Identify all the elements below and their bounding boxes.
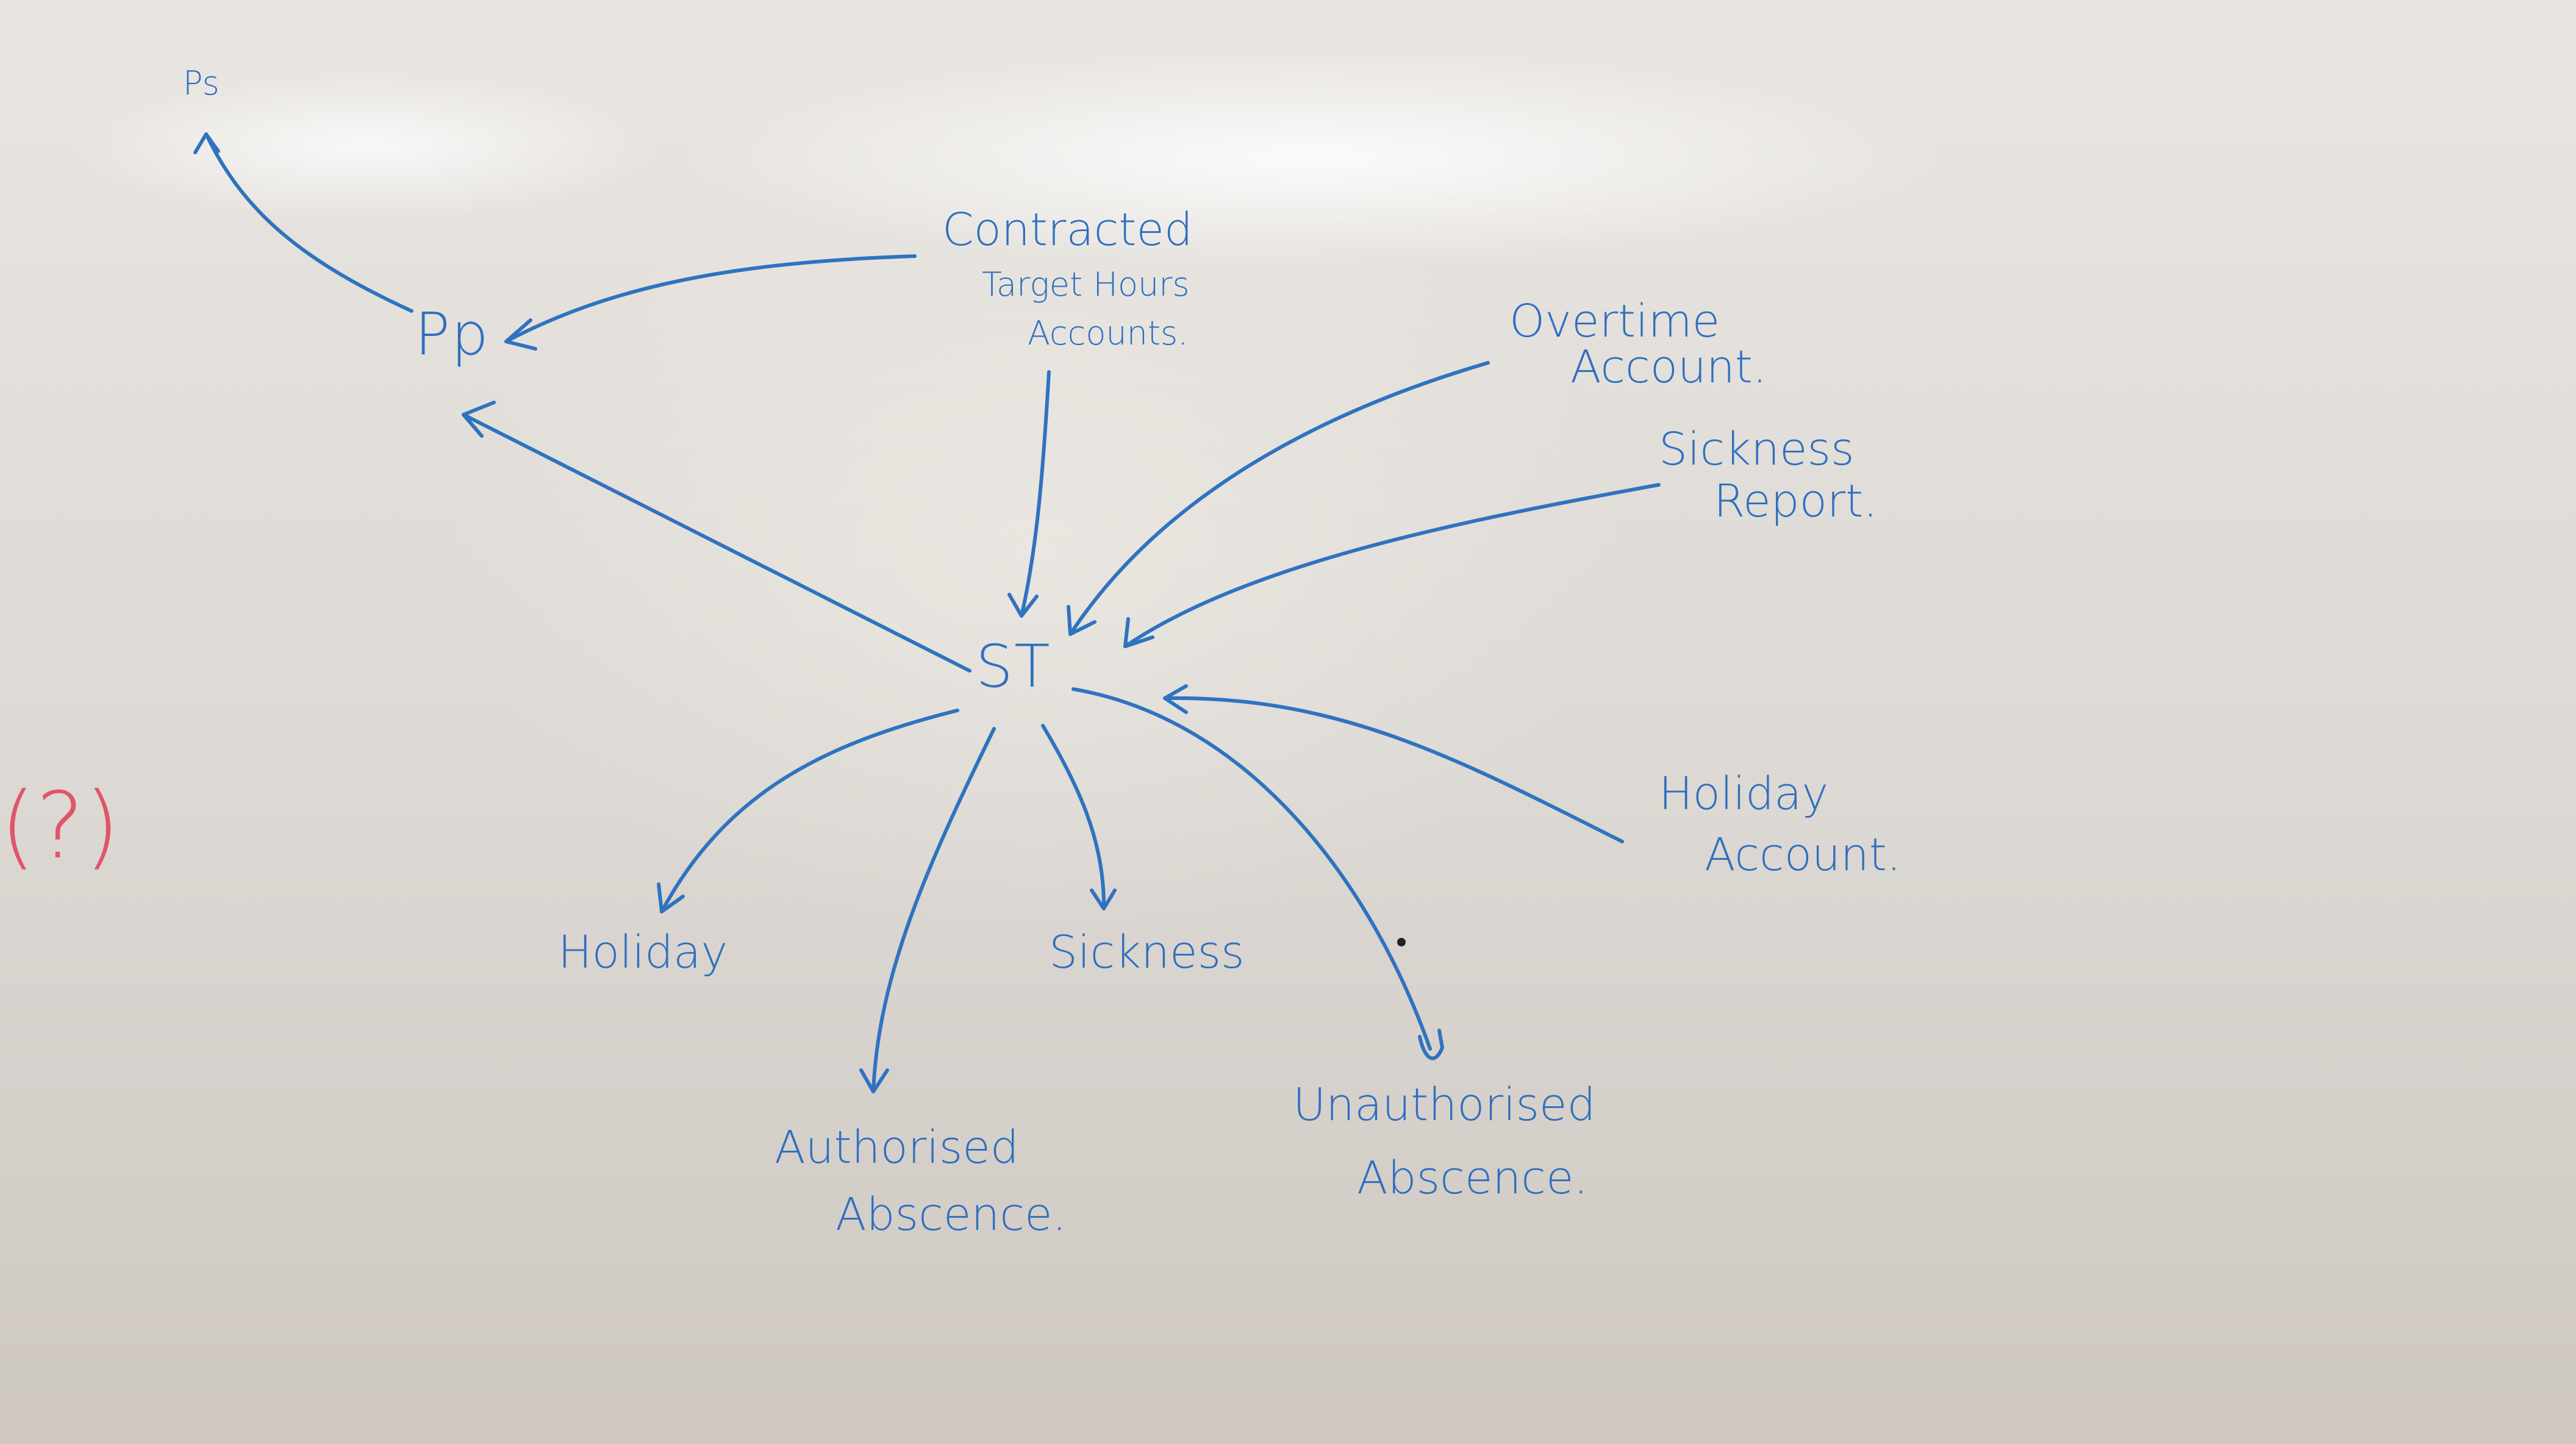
node-sickness: Sickness <box>1049 926 1245 979</box>
arrow-holidayacct-to-st <box>1163 696 1624 843</box>
node-holiday: Holiday <box>558 926 728 979</box>
arrowhead-holiday <box>657 882 685 913</box>
arrowhead-unauthorised <box>1418 1029 1444 1060</box>
node-unauthorised-line1: Unauthorised <box>1293 1079 1596 1131</box>
node-overtime-line2: Account. <box>1570 341 1767 393</box>
ink-dot <box>1397 938 1406 946</box>
node-sickness-report-line2: Report. <box>1714 475 1878 527</box>
node-pp: Pp <box>415 300 490 368</box>
arrowhead-pp-top <box>504 318 537 351</box>
node-ps: Ps <box>183 64 220 102</box>
arrow-contracted-to-pp <box>504 254 917 343</box>
arrow-overtime-to-st <box>1068 361 1490 636</box>
arrow-st-to-holiday <box>660 709 959 913</box>
arrow-sickreport-to-st <box>1123 483 1661 648</box>
node-overtime-line1: Overtime <box>1509 295 1720 348</box>
arrowhead-st-sickreport <box>1123 617 1154 648</box>
node-contracted-line1: Contracted <box>942 204 1193 256</box>
arrowhead-st-overtime <box>1067 605 1097 636</box>
arrow-pp-to-ps <box>204 132 413 313</box>
arrowhead-ps <box>193 132 220 154</box>
node-unauthorised-line2: Abscence. <box>1357 1152 1588 1204</box>
node-authorised-line1: Authorised <box>775 1121 1019 1174</box>
arrowhead-st-holidayacct <box>1163 684 1188 714</box>
arrow-st-to-pp <box>462 413 971 673</box>
node-holiday-account-line2: Account. <box>1705 829 1902 881</box>
arrow-st-to-authorised <box>871 727 996 1093</box>
arrow-st-to-unauthorised <box>1072 687 1432 1051</box>
arrowhead-sickness <box>1090 888 1117 910</box>
node-st: ST <box>976 632 1051 701</box>
arrow-contracted-to-st <box>1020 370 1051 618</box>
node-sickness-report-line1: Sickness <box>1659 423 1855 476</box>
arrowhead-authorised <box>859 1068 889 1093</box>
node-contracted-line3: Accounts. <box>1028 314 1189 352</box>
arrow-st-to-sickness <box>1041 724 1106 907</box>
node-authorised-line2: Abscence. <box>835 1188 1067 1241</box>
arrowhead-pp-bottom <box>462 401 496 438</box>
arrowhead-st-contracted <box>1007 593 1039 618</box>
node-holiday-account-line1: Holiday <box>1659 768 1829 820</box>
question-mark: (?) <box>0 773 120 879</box>
node-contracted-line2: Target Hours <box>982 265 1190 304</box>
